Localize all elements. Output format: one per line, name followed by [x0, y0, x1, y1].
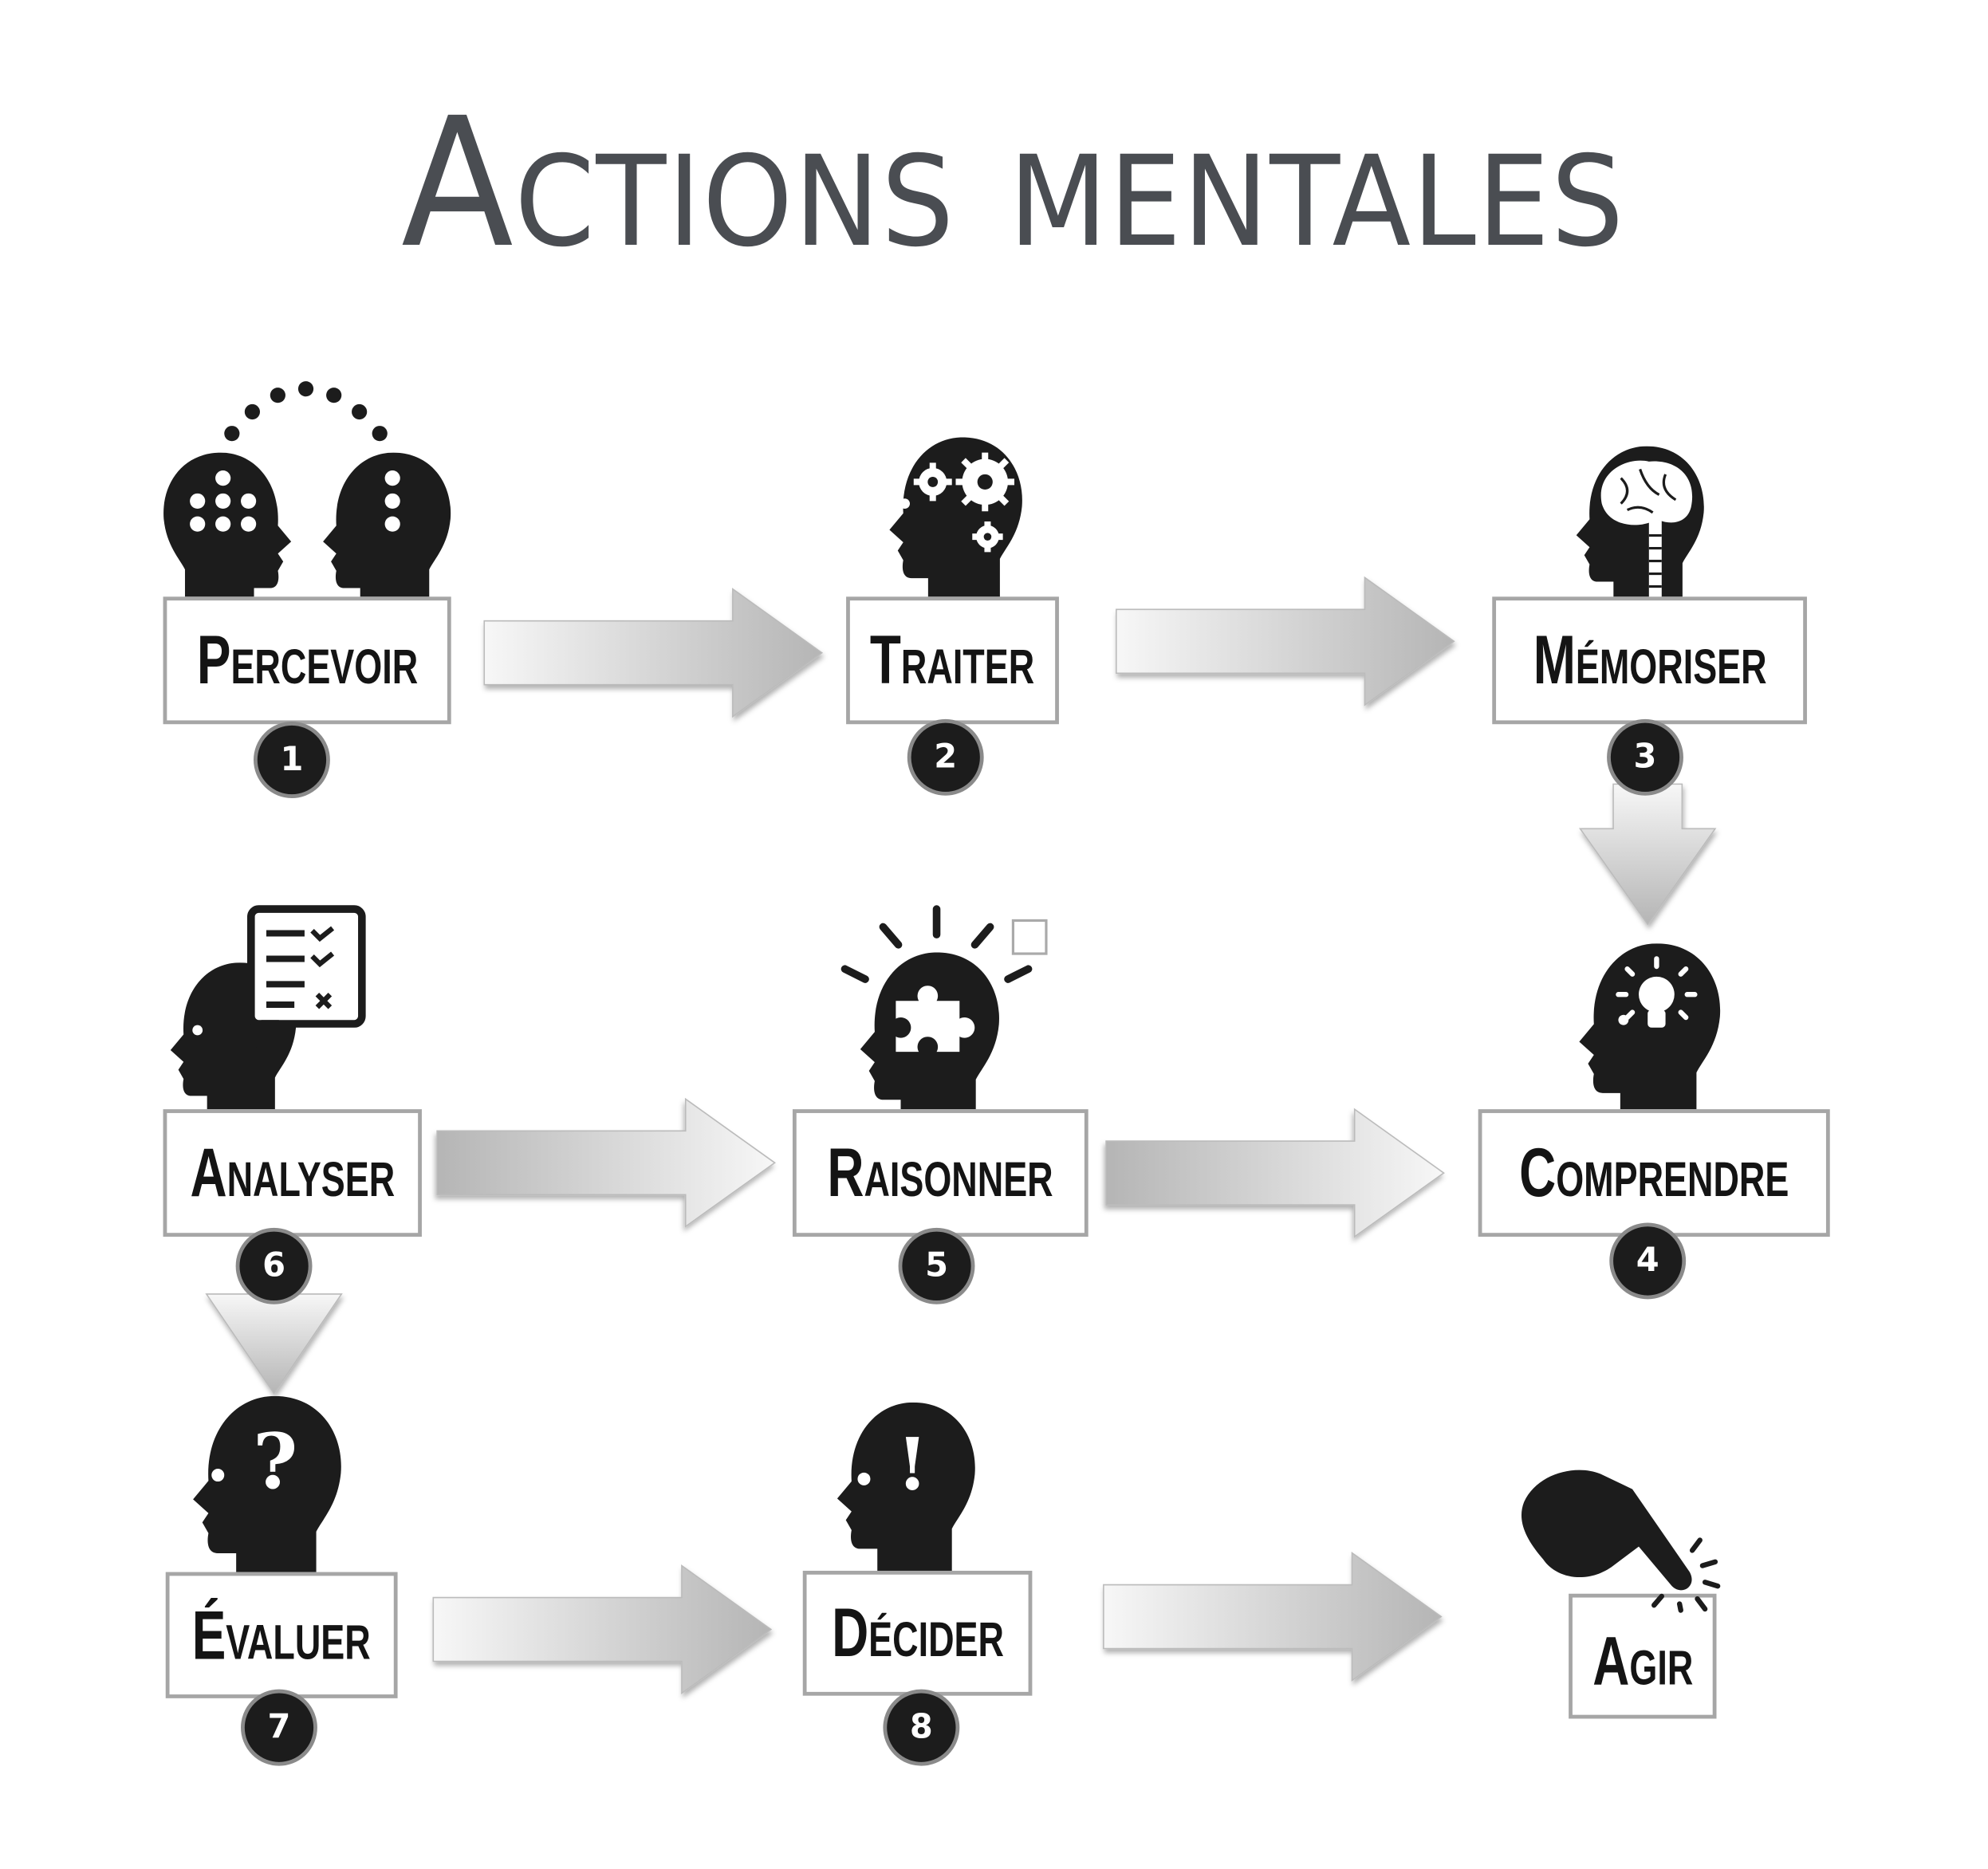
step-label: Analyser	[190, 1135, 396, 1212]
step-box-traiter: Traiter	[846, 596, 1059, 725]
two-heads-communicating-icon	[163, 381, 451, 612]
arrow-left-5-6	[436, 1097, 776, 1228]
head-gears-icon	[889, 437, 1022, 604]
head-question-icon: ?	[193, 1395, 341, 1581]
step-number-badge: 5	[898, 1227, 975, 1304]
step-number-badge: 1	[254, 722, 330, 798]
step-label: Mémoriser	[1533, 622, 1767, 699]
step-box-agir: Agir	[1569, 1593, 1717, 1719]
arrow-down-6-7	[205, 1293, 343, 1395]
svg-text:!: !	[897, 1423, 928, 1507]
step-label: Traiter	[870, 622, 1035, 699]
head-puzzle-icon	[840, 905, 1048, 1126]
step-label: Percevoir	[196, 622, 418, 699]
arrow-right-7-8	[432, 1564, 773, 1695]
step-box-comprendre: Comprendre	[1478, 1109, 1830, 1237]
pointing-hand-icon	[1521, 1470, 1721, 1613]
arrow-down-3-4	[1578, 783, 1717, 926]
step-label: Évaluer	[192, 1596, 372, 1674]
step-label: Raisonner	[827, 1135, 1053, 1212]
step-label: Décider	[831, 1595, 1004, 1672]
step-number-badge: 2	[907, 718, 984, 796]
arrow-right-8-agir	[1103, 1552, 1443, 1682]
step-box-raisonner: Raisonner	[792, 1109, 1088, 1237]
head-exclamation-icon: !	[837, 1402, 975, 1575]
step-label: Agir	[1592, 1623, 1693, 1700]
arrow-right-1-2	[483, 588, 824, 718]
step-box-evaluer: Évaluer	[165, 1572, 398, 1698]
step-number-badge: 8	[883, 1689, 960, 1766]
step-number-badge: 4	[1609, 1222, 1687, 1300]
step-number-badge: 6	[235, 1227, 313, 1304]
head-checklist-icon	[170, 905, 366, 1119]
arrow-left-4-5	[1105, 1108, 1445, 1238]
svg-text:?: ?	[253, 1416, 297, 1506]
page-title: Actions mentales	[401, 80, 1625, 289]
step-box-percevoir: Percevoir	[163, 596, 451, 725]
step-box-memoriser: Mémoriser	[1492, 596, 1807, 725]
step-box-decider: Décider	[802, 1570, 1033, 1696]
head-lightbulb-icon	[1579, 943, 1721, 1119]
step-number-badge: 3	[1607, 718, 1683, 796]
head-brain-icon	[1576, 446, 1704, 606]
arrow-right-2-3	[1116, 576, 1455, 706]
step-label: Comprendre	[1519, 1135, 1789, 1212]
step-number-badge: 7	[241, 1689, 317, 1766]
step-box-analyser: Analyser	[163, 1109, 422, 1237]
